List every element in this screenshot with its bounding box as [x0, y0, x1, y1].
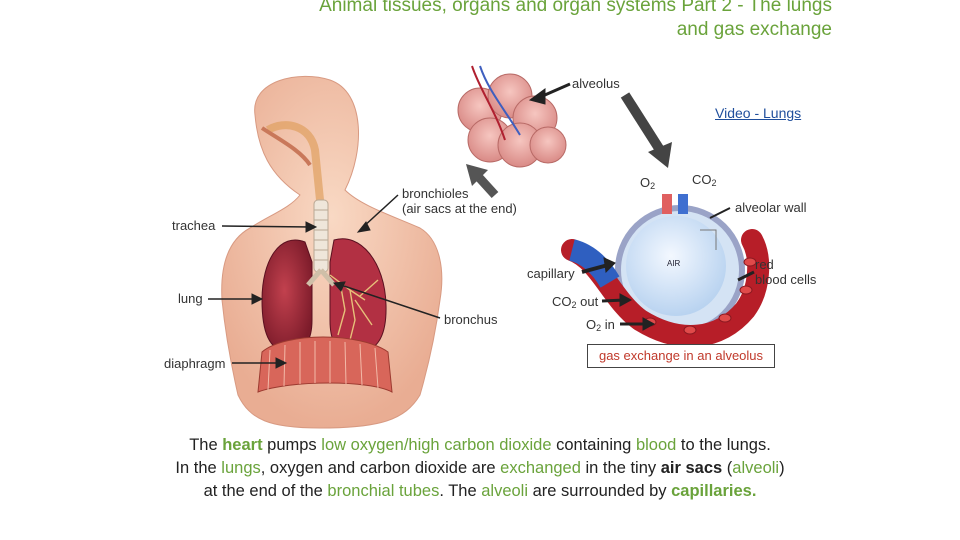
co2-out-text: CO	[552, 294, 572, 309]
co2-subscript: 2	[711, 178, 717, 188]
t2-air: air sacs	[660, 459, 723, 477]
t1a: The	[189, 436, 223, 454]
label-co2-out: CO2 out	[552, 294, 598, 313]
t2-alv: alveoli	[732, 459, 780, 477]
label-diaphragm: diaphragm	[164, 356, 226, 371]
torso-illustration	[221, 75, 443, 429]
label-capillary: capillary	[527, 266, 575, 281]
t3-bron: bronchial tubes	[327, 482, 440, 500]
t2d: (	[722, 459, 733, 477]
t1-blood: blood	[635, 436, 677, 454]
label-bronchioles-line1: bronchioles	[402, 186, 469, 201]
slide-title: Animal tissues, organs and organ systems…	[220, 0, 832, 42]
t3b: . The	[439, 482, 482, 500]
t1-low: low oxygen/high carbon dioxide	[321, 436, 552, 454]
t3-cap: capillaries.	[671, 482, 757, 500]
t1b: pumps	[262, 436, 322, 454]
label-alveolus: alveolus	[572, 76, 620, 91]
t1d: to the lungs.	[676, 436, 771, 454]
title-line-1: Animal tissues, organs and organ systems…	[319, 0, 832, 16]
co2-out-suffix: out	[576, 294, 599, 309]
t3-alv: alveoli	[481, 482, 529, 500]
co2-out-subscript: 2	[571, 300, 577, 310]
pointer-arrows	[208, 82, 755, 369]
label-bronchus: bronchus	[444, 312, 498, 327]
body-line-3: at the end of the bronchial tubes. The a…	[60, 480, 900, 503]
video-lungs-link[interactable]: Video - Lungs	[715, 105, 802, 121]
label-bronchioles-line2: (air sacs at the end)	[402, 201, 517, 216]
body-paragraph: The heart pumps low oxygen/high carbon d…	[60, 434, 900, 503]
label-trachea: trachea	[172, 218, 216, 233]
t2b: , oxygen and carbon dioxide are	[260, 459, 501, 477]
label-alveolar-wall: alveolar wall	[735, 200, 807, 215]
t3a: at the end of the	[203, 482, 328, 500]
label-co2: CO2	[692, 172, 717, 191]
t2-lungs: lungs	[221, 459, 261, 477]
label-red-blood-cells: red blood cells	[755, 257, 816, 287]
label-lung: lung	[178, 291, 203, 306]
label-o2-in: O2 in	[586, 317, 615, 336]
label-air: AIR	[667, 259, 681, 268]
t2a: In the	[175, 459, 222, 477]
label-rbc-line1: red	[755, 257, 774, 272]
t1-heart: heart	[222, 436, 263, 454]
t3c: are surrounded by	[528, 482, 672, 500]
o2-in-subscript: 2	[596, 323, 602, 333]
body-line-1: The heart pumps low oxygen/high carbon d…	[60, 434, 900, 457]
label-o2: O2	[640, 175, 655, 194]
o2-text: O	[640, 175, 651, 190]
t2c: in the tiny	[580, 459, 661, 477]
title-line-2: and gas exchange	[676, 19, 832, 40]
t2e: )	[779, 459, 785, 477]
alveolus-cluster	[457, 65, 567, 168]
gas-exchange-illustration	[561, 194, 770, 347]
o2-subscript: 2	[650, 181, 656, 191]
co2-text: CO	[692, 172, 712, 187]
body-line-2: In the lungs, oxygen and carbon dioxide …	[60, 457, 900, 480]
label-rbc-line2: blood cells	[755, 272, 817, 287]
o2-in-suffix: in	[601, 317, 615, 332]
gas-exchange-caption: gas exchange in an alveolus	[587, 344, 775, 368]
label-bronchioles: bronchioles (air sacs at the end)	[402, 186, 517, 216]
o2-in-text: O	[586, 317, 597, 332]
t1c: containing	[551, 436, 636, 454]
t2-exch: exchanged	[500, 459, 581, 477]
